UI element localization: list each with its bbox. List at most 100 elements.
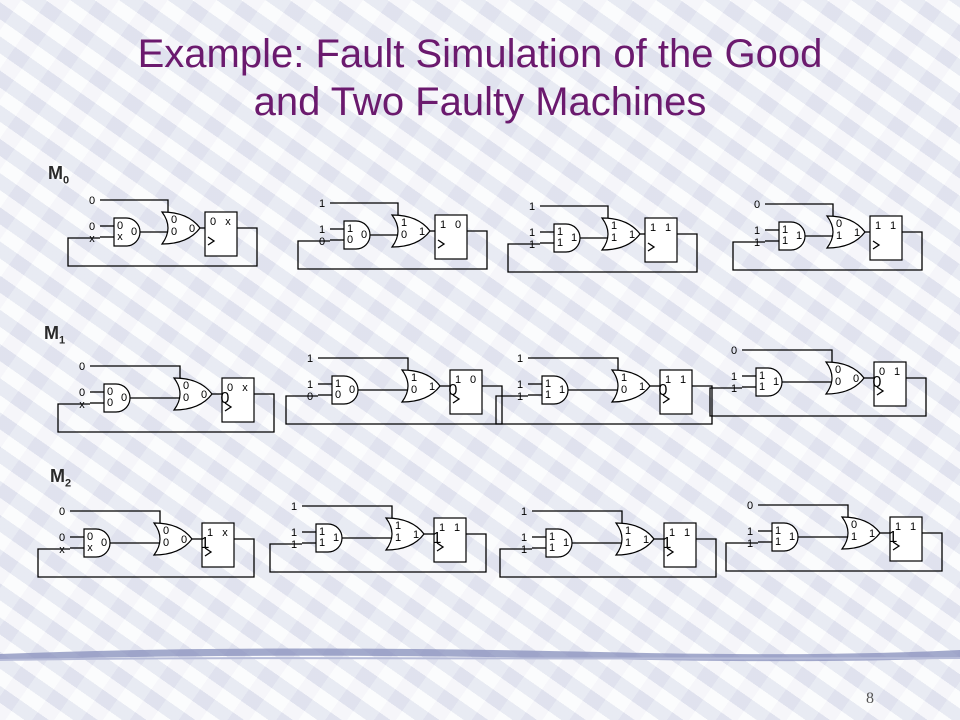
and-in-1: 1	[782, 224, 788, 236]
and-in-2: x	[87, 542, 93, 554]
input-a-value: 0	[731, 345, 737, 357]
or-in-1: 0	[171, 214, 177, 226]
and-in-1: 1	[335, 378, 341, 390]
or-in-1: 1	[411, 372, 417, 384]
and-out-value: 1	[563, 537, 569, 549]
input-b-value: 0	[89, 221, 95, 233]
ff-d-value: 0	[879, 366, 885, 378]
input-a-value: 0	[754, 199, 760, 211]
flip-flop	[889, 516, 923, 562]
and-out-value: 1	[571, 232, 577, 244]
ff-d-value: 1	[665, 374, 671, 386]
wire-input-a	[765, 203, 834, 221]
flip-flop	[873, 361, 907, 407]
wire-input-a	[742, 349, 833, 367]
wire-feedback	[499, 538, 717, 578]
and-gate	[778, 221, 806, 251]
and-gate	[343, 220, 371, 250]
and-in-1: 1	[319, 526, 325, 538]
wire-feedback	[709, 377, 927, 417]
or-out-value: 0	[201, 389, 207, 401]
or-gate	[825, 215, 866, 249]
and-in-1: 1	[545, 378, 551, 390]
and-gate	[755, 367, 783, 397]
and-in-1: 1	[557, 226, 563, 238]
or-out-value: 1	[429, 381, 435, 393]
ff-d-value: 0	[210, 216, 216, 228]
or-in-2: 1	[625, 537, 631, 549]
or-gate	[614, 522, 655, 556]
input-a-value: 1	[319, 198, 325, 210]
and-in-1: 0	[117, 220, 123, 232]
flip-flop	[644, 217, 678, 263]
wire-input-a	[100, 199, 169, 217]
or-in-2: 1	[611, 232, 617, 244]
and-in-2: 0	[107, 397, 113, 409]
and-in-1: 1	[549, 531, 555, 543]
ff-d-value: 1	[669, 527, 675, 539]
ff-d-value: 1	[207, 527, 213, 539]
ff-q-value: x	[242, 382, 248, 394]
decorative-swoosh	[0, 648, 960, 662]
ff-d-value: 1	[455, 374, 461, 386]
fault-value: 0	[873, 374, 882, 391]
fault-value: 1	[201, 535, 210, 552]
input-a-value: 1	[517, 353, 523, 365]
input-b-value: 1	[747, 526, 753, 538]
or-in-1: 0	[835, 364, 841, 376]
or-in-1: 1	[401, 217, 407, 229]
ff-q-value: x	[222, 527, 228, 539]
wire-feedback	[495, 385, 713, 425]
and-gate	[553, 223, 581, 253]
wire-input-a	[532, 510, 623, 528]
flip-flop	[201, 522, 235, 568]
ff-d-value: 1	[650, 222, 656, 234]
flip-flop	[433, 517, 467, 563]
machine-label-m0: M0	[48, 163, 70, 187]
wire-input-a	[302, 505, 393, 523]
title-line-1: Example: Fault Simulation of the Good	[137, 32, 823, 76]
or-gate	[840, 516, 881, 550]
and-out-value: 0	[349, 384, 355, 396]
or-out-value: 1	[639, 381, 645, 393]
ff-d-value: 1	[440, 219, 446, 231]
fault-value: 0	[659, 382, 668, 399]
ff-q-value: 1	[910, 521, 916, 533]
and-out-value: 1	[796, 230, 802, 242]
and-gate	[103, 383, 131, 413]
and-in-1: 0	[107, 386, 113, 398]
or-gate	[172, 377, 213, 411]
wire-input-a	[70, 510, 161, 528]
fault-value: 1	[889, 529, 898, 546]
wire-input-a	[758, 504, 849, 522]
and-gate	[113, 217, 141, 247]
and-in-2: 1	[557, 237, 563, 249]
clock-marker	[666, 547, 675, 557]
or-gate	[152, 522, 193, 556]
and-gate	[771, 522, 799, 552]
fault-value: 0	[221, 390, 230, 407]
and-out-value: 0	[101, 537, 107, 549]
input-a-value: 0	[59, 506, 65, 518]
or-in-2: 0	[621, 384, 627, 396]
title-line-2: and Two Faulty Machines	[253, 80, 707, 124]
or-in-2: 0	[401, 229, 407, 241]
and-in-2: 0	[347, 234, 353, 246]
wire-feedback	[57, 393, 275, 433]
flip-flop	[204, 211, 238, 257]
clock-marker	[647, 242, 656, 252]
state-value: 1	[521, 544, 527, 556]
state-value: 1	[747, 538, 753, 550]
or-in-2: 0	[171, 226, 177, 238]
flip-flop	[221, 377, 255, 423]
